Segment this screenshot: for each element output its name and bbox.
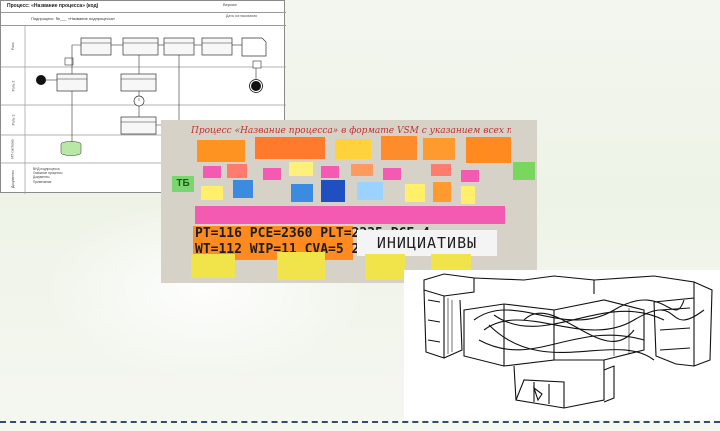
task-box [121,117,156,134]
task-box [121,74,156,91]
office-layout-sketch [404,270,720,420]
sticky-note [423,138,455,160]
diagram-legend: ВНД подпроцесса Смежные процессы Докумен… [33,167,62,184]
sticky-note [201,186,223,200]
sticky-note [381,136,417,160]
lane-label-2: Роль 2 [1,67,25,105]
sticky-note [466,137,511,163]
sticky-note [191,254,235,278]
dashed-divider [0,421,720,423]
initiatives-sign: ИНИЦИАТИВЫ [357,230,497,256]
database-icon [61,144,81,156]
sticky-note [365,254,405,280]
tb-note: ТБ [172,176,194,192]
document-shape [242,38,266,56]
sticky-note [291,184,313,202]
lane-label-4: ИТ-система [1,135,25,163]
vsm-wall-photo: Процесс «Название процесса» в формате VS… [161,120,537,283]
sticky-note [203,166,221,178]
task-box [164,38,194,55]
sticky-note [461,186,475,204]
start-event [36,75,46,85]
sticky-note [433,182,451,202]
sticky-note [431,164,451,176]
sticky-note [277,252,325,280]
sticky-note [461,170,479,182]
end-event [251,81,261,91]
sticky-note [321,166,339,178]
task-box [81,38,111,55]
message-event [253,61,261,68]
sticky-note [233,180,253,198]
task-box [57,74,87,91]
sticky-note [255,137,325,159]
sticky-note [289,162,313,176]
legend-item: Примечание [33,180,62,184]
sticky-note [263,168,281,180]
lane-label-1: Роль [1,25,25,67]
wall-header: Процесс «Название процесса» в формате VS… [191,126,511,136]
pink-band [195,206,505,224]
sticky-note [405,184,425,202]
lane-label-5: Документы [1,163,25,194]
sticky-note [351,164,373,176]
sticky-note [227,164,247,178]
task-box [202,38,232,55]
sticky-note [383,168,401,180]
sticky-note [513,162,535,180]
sticky-note [357,182,383,200]
sketch-drawing [404,270,720,420]
sticky-note [335,139,371,159]
sticky-note [321,180,345,202]
sticky-note [197,140,245,162]
task-box [123,38,158,55]
lane-label-3: Роль 3 [1,105,25,135]
